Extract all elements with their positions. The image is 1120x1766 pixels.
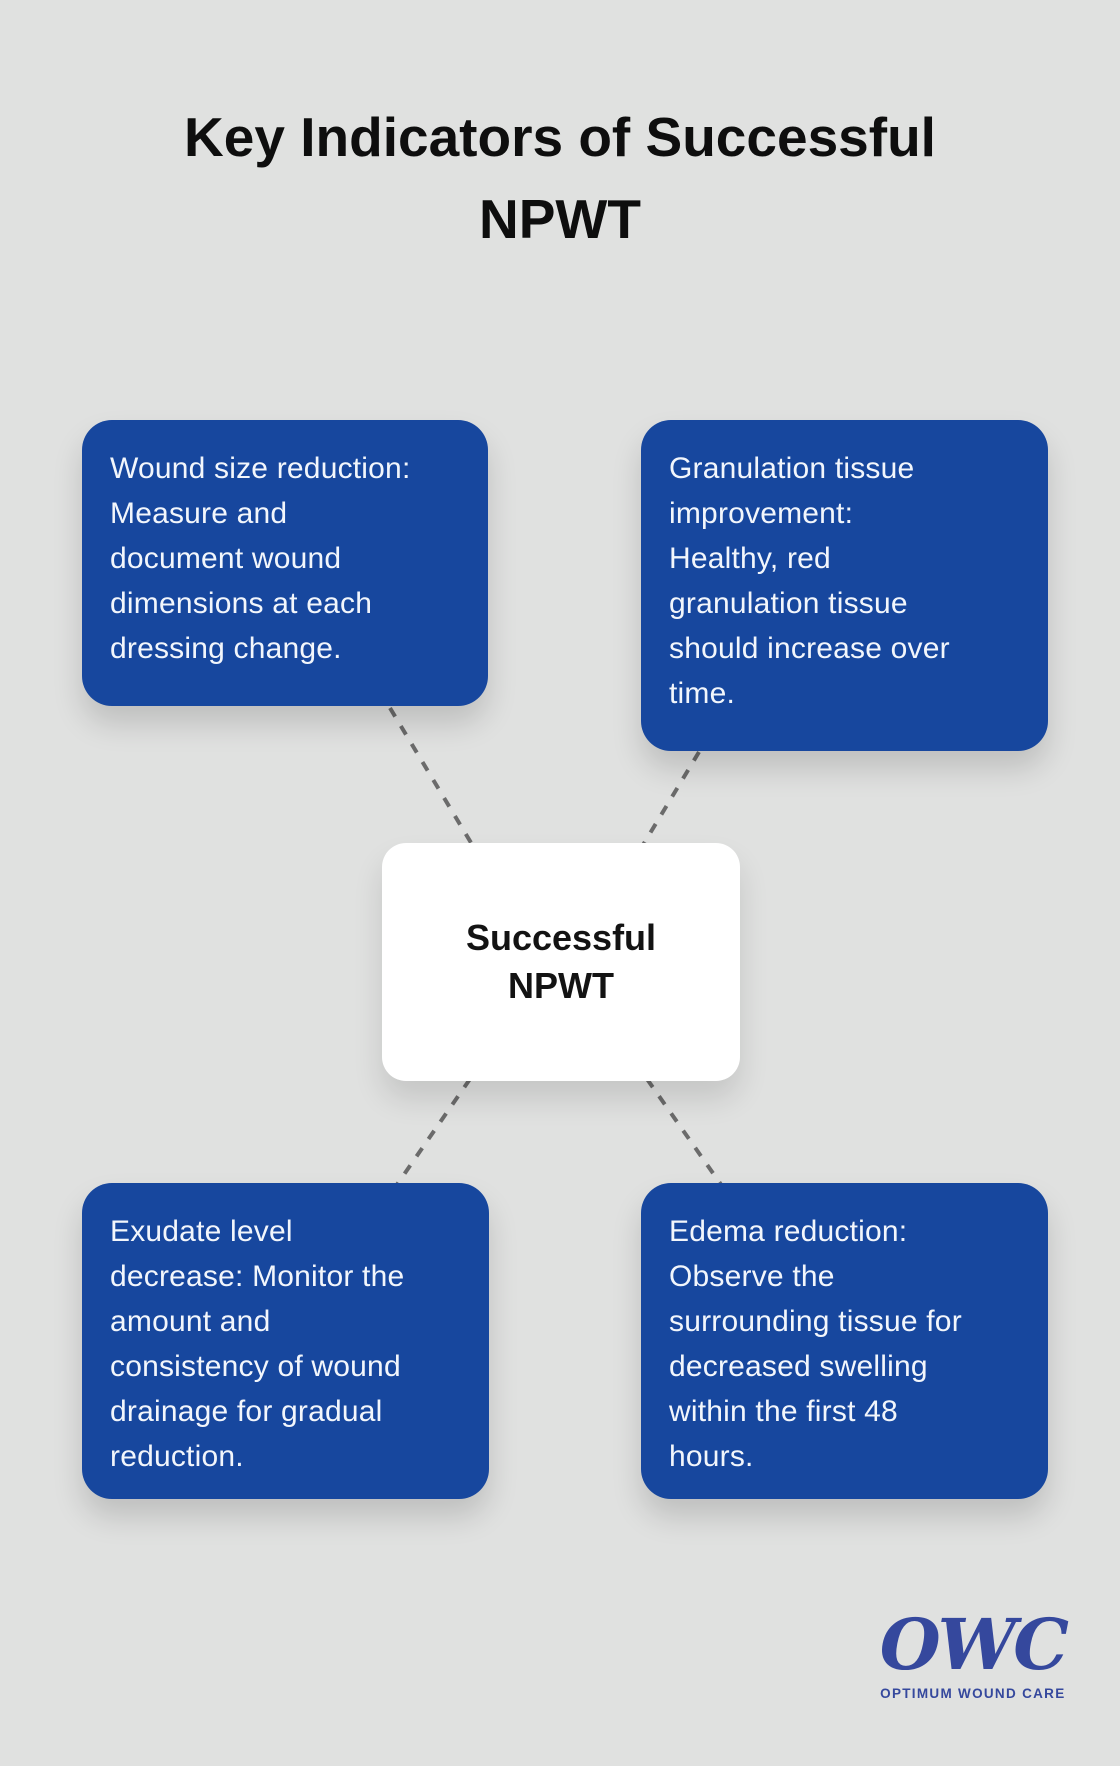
owc-logo-tagline: OPTIMUM WOUND CARE xyxy=(880,1686,1066,1701)
owc-logo-wordmark: OWC xyxy=(879,1603,1069,1686)
connector-line-bottom-right xyxy=(645,1077,724,1188)
connector-line-top-right xyxy=(641,750,701,847)
connector-line-bottom-left xyxy=(394,1077,472,1188)
connector-line-top-left xyxy=(388,706,475,848)
owc-logo: OWC OPTIMUM WOUND CARE xyxy=(879,1603,1069,1702)
